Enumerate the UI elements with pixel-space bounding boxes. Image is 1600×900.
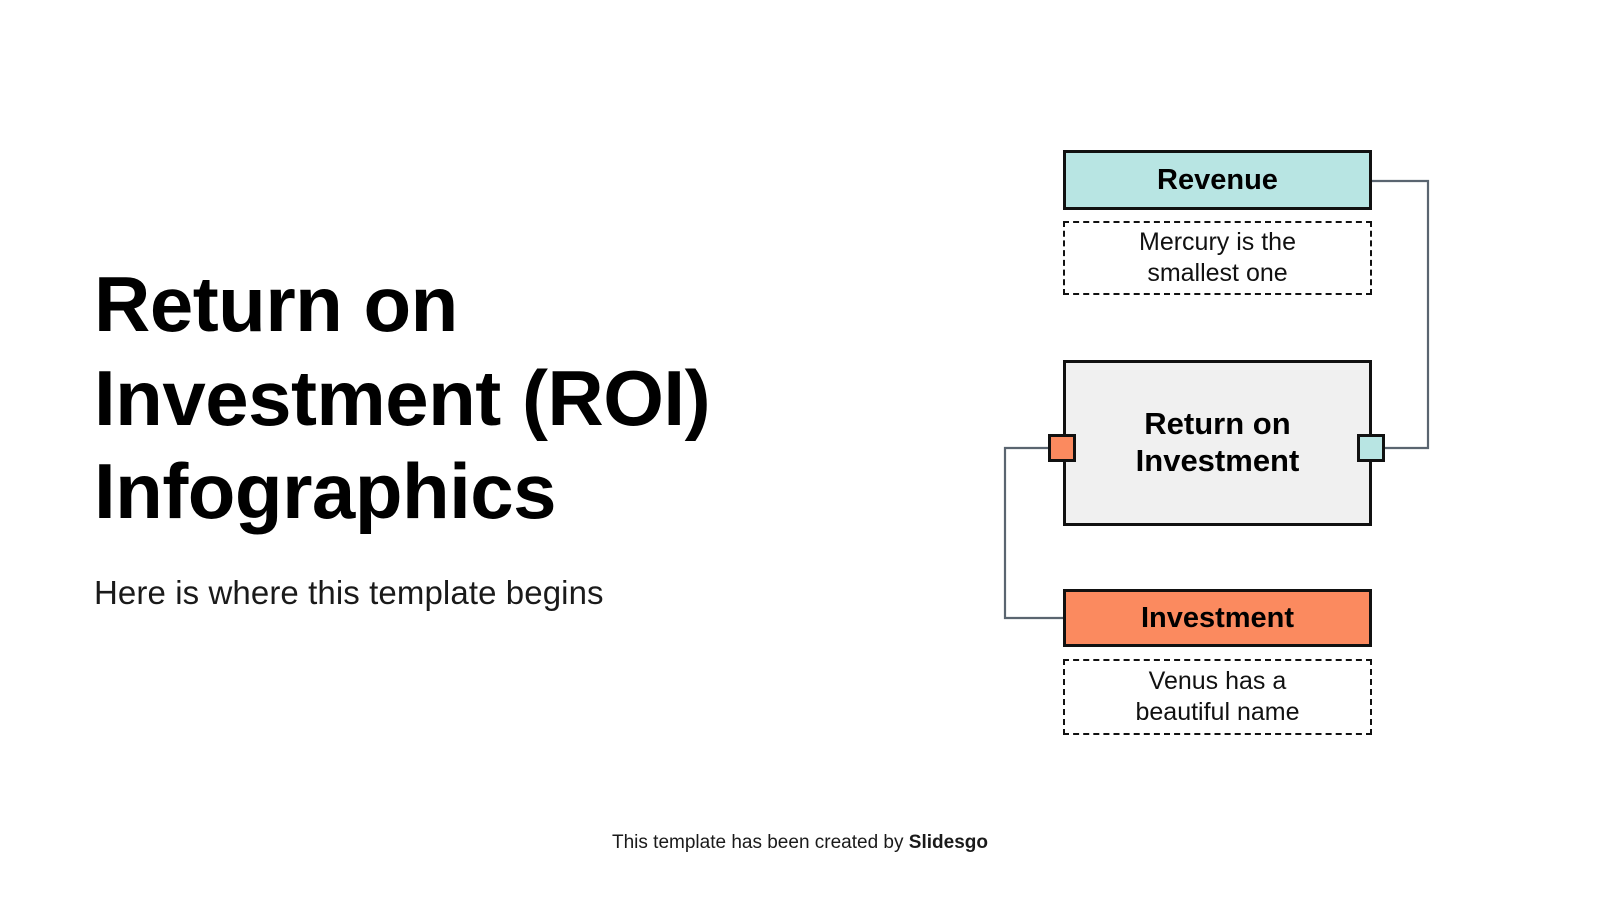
node-return-on-investment-label: Return on Investment [1135, 406, 1300, 478]
connector-nub-right-icon [1357, 434, 1385, 462]
connector-nub-left-icon [1048, 434, 1076, 462]
node-investment-label: Investment [1140, 601, 1295, 634]
page-title: Return on Investment (ROI) Infographics [94, 260, 711, 536]
caption-revenue[interactable]: Mercury is the smallest one [1063, 221, 1372, 295]
node-revenue-label: Revenue [1157, 163, 1278, 196]
caption-investment[interactable]: Venus has a beautiful name [1063, 659, 1372, 735]
page-subtitle: Here is where this template begins [94, 574, 604, 611]
caption-investment-text: Venus has a beautiful name [1135, 666, 1300, 727]
caption-revenue-text: Mercury is the smallest one [1139, 227, 1296, 288]
footer-credit-text: This template has been created by [612, 832, 909, 853]
connector-investment-to-roi [1003, 446, 1063, 620]
footer-credit: This template has been created by Slides… [0, 832, 1600, 854]
node-revenue[interactable]: Revenue [1063, 150, 1372, 210]
footer-brand-link[interactable]: Slidesgo [908, 832, 988, 853]
connector-revenue-to-roi [1372, 179, 1430, 450]
node-investment[interactable]: Investment [1063, 589, 1372, 647]
node-return-on-investment[interactable]: Return on Investment [1063, 360, 1372, 526]
title-block: Return on Investment (ROI) Infographics [94, 258, 914, 539]
